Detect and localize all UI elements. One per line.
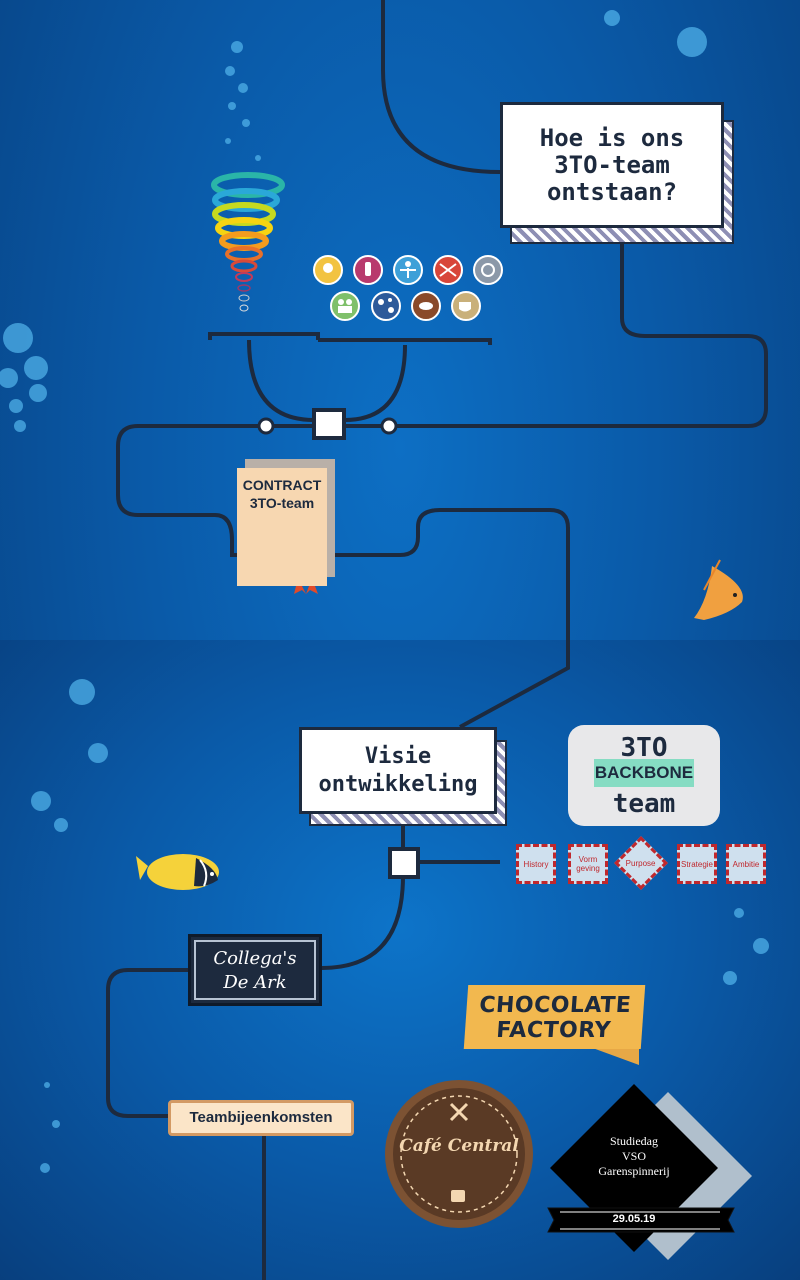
chocolate-line1: CHOCOLATE	[478, 993, 633, 1018]
backbone-line2: BACKBONE	[594, 759, 694, 787]
chip-label: History	[523, 859, 549, 869]
collega-card[interactable]: Collega's De Ark	[188, 934, 322, 1006]
spiral-icon	[211, 172, 285, 312]
title-question-line2: 3TO-team	[554, 150, 670, 179]
title-question-line1: Hoe is ons	[539, 123, 685, 152]
studiedag-line1: Studiedag	[610, 1134, 658, 1148]
visie-line2: ontwikkeling	[318, 771, 478, 797]
tropical-fish-icon	[136, 854, 219, 890]
backbone-line3: team	[612, 789, 676, 819]
node-square-top	[312, 408, 346, 440]
connector-lines	[106, 0, 768, 1280]
lightbulb-icon	[313, 255, 343, 285]
people-icon	[330, 291, 360, 321]
collega-line2: De Ark	[223, 972, 287, 993]
bacteria-icon	[411, 291, 441, 321]
contract-line2: 3TO-team	[249, 495, 315, 511]
cafe-label[interactable]: Café Central	[399, 1136, 519, 1156]
studiedag-badge	[547, 1084, 752, 1260]
chocolate-factory-card[interactable]: CHOCOLATE FACTORY	[463, 985, 646, 1049]
chip-label: Ambitie	[732, 859, 760, 869]
eye-icon	[473, 255, 503, 285]
node-circle-left	[257, 417, 275, 435]
node-circle-right	[380, 417, 398, 435]
angelfish-icon	[694, 559, 743, 620]
studiedag-line3: Garenspinnerij	[598, 1164, 670, 1178]
teambijeenkomsten-card[interactable]: Teambijeenkomsten	[168, 1100, 354, 1136]
teambijeenkomsten-label: Teambijeenkomsten	[189, 1109, 333, 1126]
cafe-badge	[385, 1080, 533, 1228]
chocolate-line2: FACTORY	[495, 1018, 612, 1043]
collega-line1: Collega's	[213, 948, 297, 969]
backbone-card[interactable]: 3TO BACKBONE team	[568, 725, 720, 826]
chip-label: Vorm geving	[576, 855, 600, 873]
scissors-icon	[433, 255, 463, 285]
discipline-icons	[313, 255, 503, 321]
studiedag-date: 29.05.19	[612, 1213, 656, 1225]
visie-card[interactable]: Visie ontwikkeling	[299, 727, 497, 814]
contract-line1: CONTRACT	[242, 477, 322, 493]
backbone-line1: 3TO	[620, 733, 668, 763]
bubbles	[0, 10, 769, 1173]
studiedag-text[interactable]: Studiedag VSO Garenspinnerij	[560, 1134, 708, 1179]
title-question-line3: ontstaan?	[546, 177, 678, 206]
chip-label: Purpose	[626, 858, 656, 868]
chip-ambitie[interactable]: Ambitie	[726, 844, 766, 884]
chip-vormgeving[interactable]: Vorm geving	[568, 844, 608, 884]
studiedag-line2: VSO	[621, 1149, 646, 1163]
chip-strategie[interactable]: Strategie	[677, 844, 717, 884]
phone-icon	[353, 255, 383, 285]
chip-history[interactable]: History	[516, 844, 556, 884]
cells-icon	[371, 291, 401, 321]
chip-label: Strategie	[680, 859, 714, 869]
contract-card[interactable]: CONTRACT 3TO-team	[237, 468, 327, 586]
cup-icon	[451, 291, 481, 321]
visie-line1: Visie	[364, 743, 432, 769]
node-square-bottom	[388, 847, 420, 879]
person-icon	[393, 255, 423, 285]
title-question-card[interactable]: Hoe is ons 3TO-team ontstaan?	[500, 102, 724, 228]
